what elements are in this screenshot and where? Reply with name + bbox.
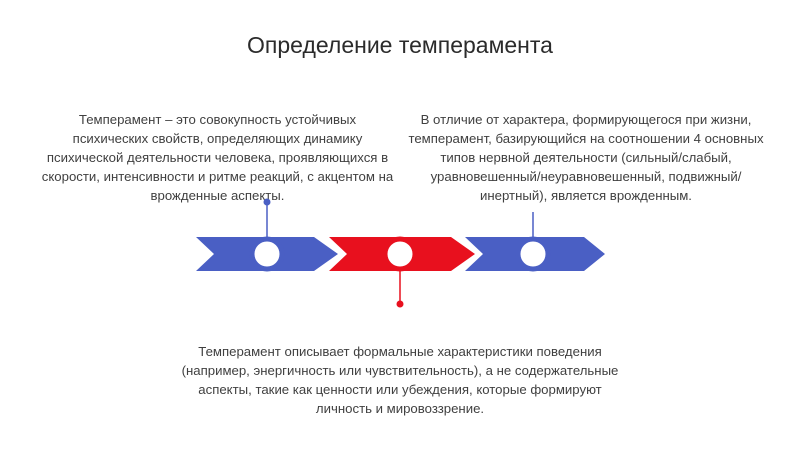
connector-dot-2	[396, 300, 404, 308]
timeline-node-1	[249, 236, 285, 272]
timeline-node-3	[515, 236, 551, 272]
text-block-formal: Темперамент описывает формальные характе…	[181, 344, 619, 416]
text-block-definition: Темперамент – это совокупность устойчивы…	[41, 112, 394, 203]
connector-dot-1	[263, 198, 271, 206]
text-block-innate: В отличие от характера, формирующегося п…	[408, 112, 764, 203]
timeline-node-2	[382, 236, 418, 272]
page-title: Определение темперамента	[247, 32, 553, 58]
